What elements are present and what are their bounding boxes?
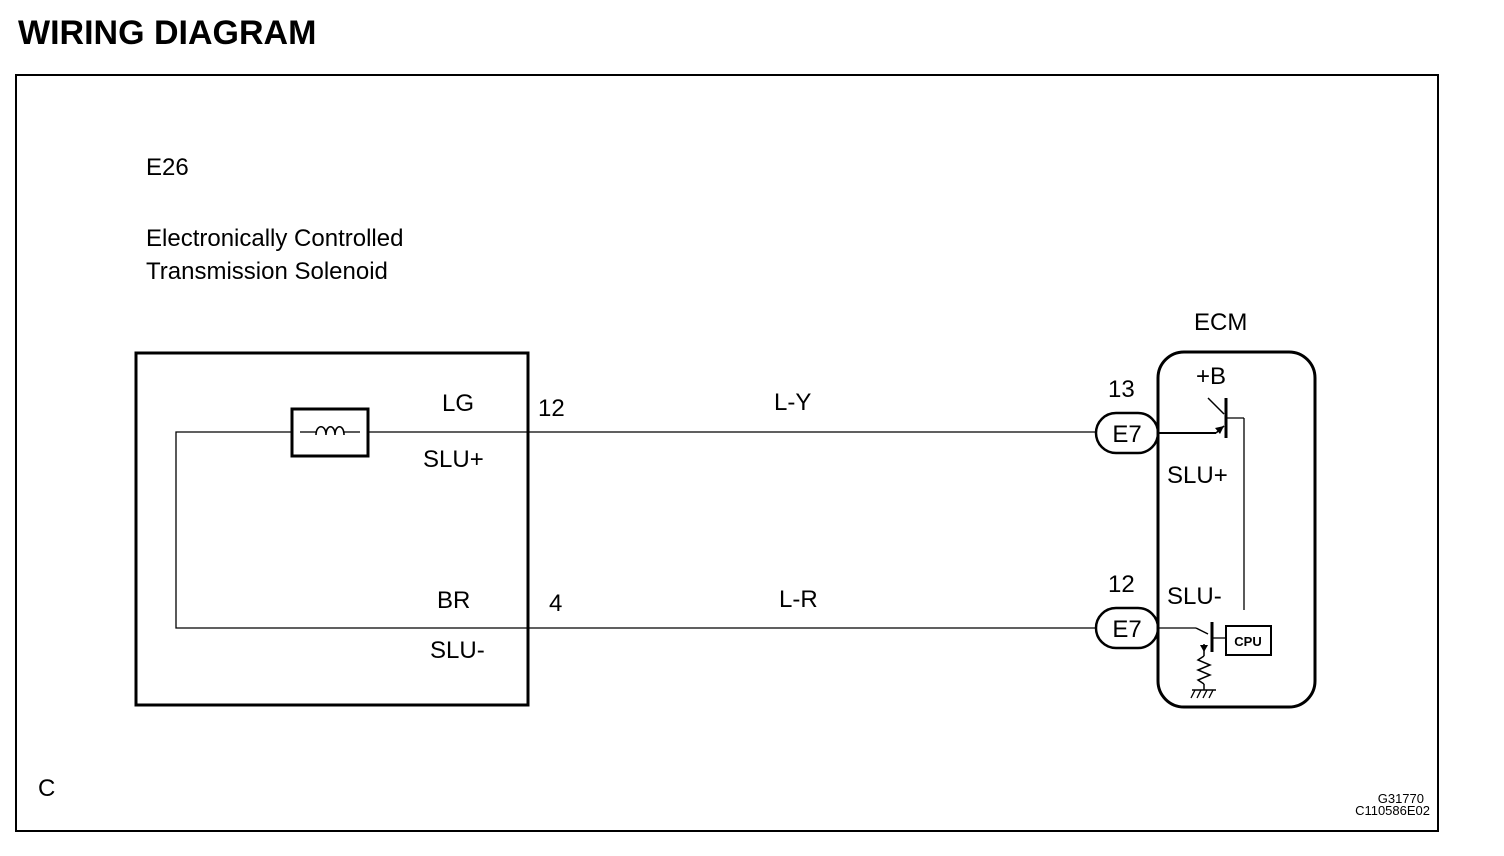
connector-code-top: E7 bbox=[1112, 421, 1141, 448]
solenoid-coil-icon bbox=[290, 407, 370, 458]
solenoid-box bbox=[134, 351, 530, 707]
low-side-transistor-icon bbox=[1158, 622, 1226, 699]
terminal-pin-12: 12 bbox=[538, 395, 565, 422]
ecm-box bbox=[1156, 350, 1317, 709]
ecm-signal-slu-plus: SLU+ bbox=[1167, 462, 1228, 489]
connector-code-bottom: E7 bbox=[1112, 616, 1141, 643]
page-title: WIRING DIAGRAM bbox=[18, 14, 317, 52]
high-side-transistor-icon bbox=[1158, 397, 1245, 610]
reference-code: C110586E02 bbox=[1355, 803, 1430, 818]
connector-pin-12: 12 bbox=[1108, 571, 1135, 598]
connector-e7-bottom: E7 bbox=[1094, 606, 1160, 650]
solenoid-internal-wire bbox=[175, 431, 528, 629]
ecm-signal-slu-minus: SLU- bbox=[1167, 583, 1222, 610]
wire-color-l-y: L-Y bbox=[774, 389, 811, 416]
connector-e7-top: E7 bbox=[1094, 411, 1160, 455]
component-code: E26 bbox=[146, 154, 189, 181]
ecm-label: ECM bbox=[1194, 309, 1247, 336]
terminal-pin-4: 4 bbox=[549, 590, 562, 617]
terminal-signal-slu-minus: SLU- bbox=[430, 637, 485, 664]
component-name-line2: Transmission Solenoid bbox=[146, 258, 388, 285]
terminal-wire-color-br: BR bbox=[437, 587, 470, 614]
diagram-frame bbox=[15, 74, 1439, 832]
component-name-line1: Electronically Controlled bbox=[146, 225, 403, 252]
terminal-wire-color-lg: LG bbox=[442, 390, 474, 417]
corner-letter: C bbox=[38, 775, 55, 802]
cpu-chip-icon: CPU bbox=[1225, 625, 1272, 656]
wire-color-l-r: L-R bbox=[779, 586, 818, 613]
connector-pin-13: 13 bbox=[1108, 376, 1135, 403]
ecm-supply-label: +B bbox=[1196, 363, 1226, 390]
terminal-signal-slu-plus: SLU+ bbox=[423, 446, 484, 473]
figure-code: G31770 bbox=[1378, 791, 1424, 806]
cpu-label: CPU bbox=[1234, 634, 1261, 649]
